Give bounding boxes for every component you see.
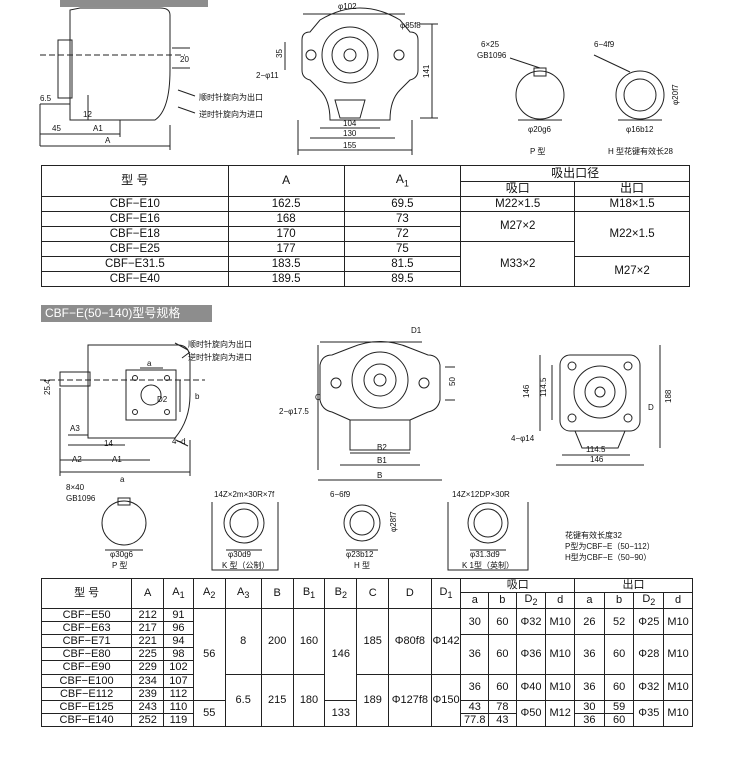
header-inlet: 吸口: [460, 181, 576, 197]
dim-20: 20: [180, 55, 189, 64]
table-row: CBF−E50 212 91 56 8 200 160 146 185 Φ80f…: [40, 608, 693, 701]
p-type-shaft: φ20g6: [528, 125, 552, 134]
h2-a1: A1: [163, 577, 194, 610]
header-a: A: [227, 165, 345, 197]
h-type-shaft: φ16b12: [626, 125, 654, 134]
note-clockwise: 顺时针旋向为出口: [199, 92, 263, 102]
h2-d: D: [388, 577, 432, 610]
table-row: CBF−E80 225 98: [40, 647, 693, 662]
h2-b1: B1: [292, 577, 326, 610]
dim-155: 155: [343, 141, 357, 150]
table-row: CBF−E90 229 102: [40, 660, 693, 675]
p-type-label: P 型: [530, 147, 545, 156]
table-row: CBF−E31.5 183.5 81.5 M27×2: [41, 256, 690, 287]
h2-a3: A3: [224, 577, 262, 610]
table-cbf-e-10-40: 型 号 A A1 吸出口径 吸口 出口 CBF−E10 162.5 69.5 M…: [41, 165, 690, 287]
dim-a: A: [105, 136, 111, 145]
table-row: CBF−E63 217 96: [40, 621, 693, 636]
dim-102: φ102: [338, 2, 357, 11]
h2-b: B: [260, 577, 294, 610]
table-row: CBF−E100 234 107 6.5 215 180 189 Φ127f8 …: [40, 673, 693, 727]
dim-2-phi11: 2−φ11: [256, 71, 279, 80]
table-row: CBF−E18 170 72: [41, 226, 690, 242]
h2-b2: B2: [324, 577, 358, 610]
dim-141: 141: [422, 64, 431, 78]
dim-104: 104: [343, 119, 357, 128]
dim-130: 130: [343, 129, 357, 138]
dim-12: 12: [83, 110, 92, 119]
table-row: CBF−E10 162.5 69.5 M22×1.5 M18×1.5: [41, 196, 690, 212]
h2-outlet: 出口: [574, 578, 693, 593]
table-row: CBF−E125 243 110 55 133 43 78 Φ50 M12 30…: [40, 699, 693, 727]
h-type-d20f7: φ20f7: [671, 84, 680, 105]
table-row: CBF−E16 168 73 M27×2 M22×1.5: [41, 211, 690, 257]
h-type-spline: 6−4f9: [594, 40, 615, 49]
header-outlet: 出口: [574, 181, 690, 197]
dim-45: 45: [52, 124, 61, 133]
table-row: CBF−E40 189.5 89.5: [41, 271, 690, 287]
header-model: 型 号: [41, 165, 229, 197]
h2-d1: D1: [430, 577, 462, 610]
p-type-std: GB1096: [477, 51, 507, 60]
p-type-key: 6×25: [481, 40, 500, 49]
dim-85f8: φ85f8: [400, 21, 421, 30]
section-title: CBF−E(50−140)型号规格: [41, 305, 212, 322]
header-ports: 吸出口径: [460, 165, 690, 182]
h2-c: C: [356, 577, 390, 610]
section-header-bar-top: [60, 0, 208, 7]
table-row: CBF−E140 252 119 77.8 43 36 60: [40, 712, 693, 727]
h2-a: A: [131, 577, 165, 610]
dim-a1: A1: [93, 124, 103, 133]
note-counterclockwise: 逆时针旋向为进口: [199, 109, 263, 119]
h2-model: 型 号: [40, 577, 133, 610]
table-row: CBF−E71 221 94 36 60 Φ36 M10 36 60 Φ28 M…: [40, 634, 693, 675]
table-cbf-e-50-140: 型 号 A A1 A2 A3 B B1 B2 C D D1 吸口 出口 a b …: [40, 577, 693, 727]
table-row: CBF−E112 239 112: [40, 686, 693, 701]
dim-6-5: 6.5: [40, 94, 52, 103]
h-type-label: H 型花键有效长28: [608, 146, 673, 156]
h2-a2: A2: [192, 577, 226, 610]
dim-35: 35: [275, 49, 284, 58]
h2-inlet: 吸口: [460, 578, 576, 593]
header-a1: A1: [343, 165, 462, 197]
